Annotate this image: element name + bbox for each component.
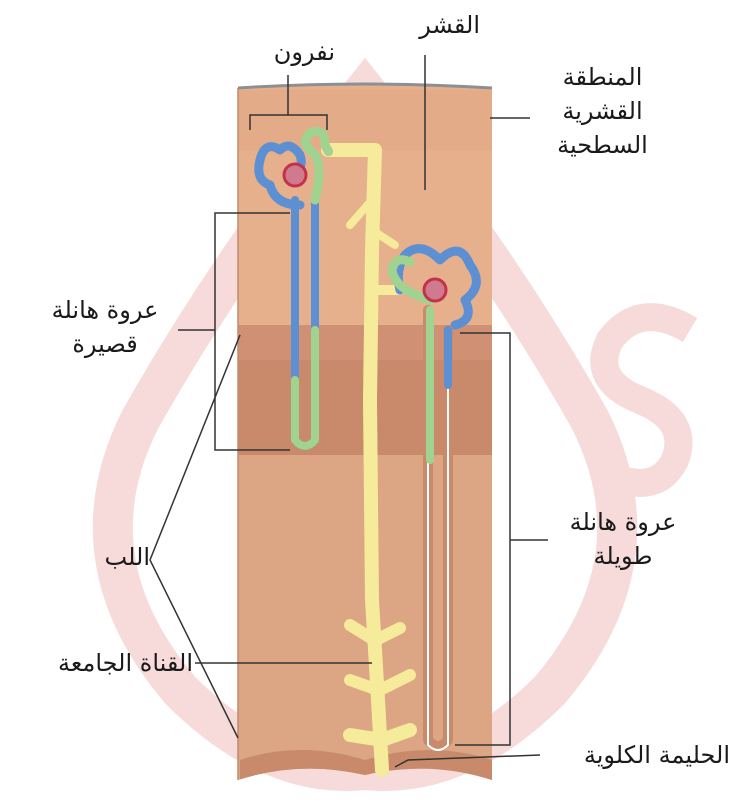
label-medulla-text: اللب xyxy=(70,540,150,574)
label-superficial-cortex: المنطقة القشرية السطحية xyxy=(535,60,670,162)
label-long-loop-line-2: طويلة xyxy=(548,539,698,573)
label-renal-papilla: الحليمة الكلوية xyxy=(540,738,730,772)
label-long-loop-line-1: عروة هانلة xyxy=(548,505,698,539)
label-cortex-text: القشر xyxy=(390,8,480,42)
label-nephron: نفرون xyxy=(240,35,335,69)
label-short-loop: عروة هانلة قصيرة xyxy=(30,293,180,361)
label-collecting-duct-text: القناة الجامعة xyxy=(8,646,193,680)
label-nephron-text: نفرون xyxy=(240,35,335,69)
label-superficial-cortex-line-1: المنطقة xyxy=(535,60,670,94)
label-short-loop-line-1: عروة هانلة xyxy=(30,293,180,327)
label-long-loop: عروة هانلة طويلة xyxy=(548,505,698,573)
label-superficial-cortex-line-3: السطحية xyxy=(535,128,670,162)
label-renal-papilla-text: الحليمة الكلوية xyxy=(540,738,730,772)
label-medulla: اللب xyxy=(70,540,150,574)
label-superficial-cortex-line-2: القشرية xyxy=(535,94,670,128)
label-cortex: القشر xyxy=(390,8,480,42)
label-short-loop-line-2: قصيرة xyxy=(30,327,180,361)
label-collecting-duct: القناة الجامعة xyxy=(8,646,193,680)
